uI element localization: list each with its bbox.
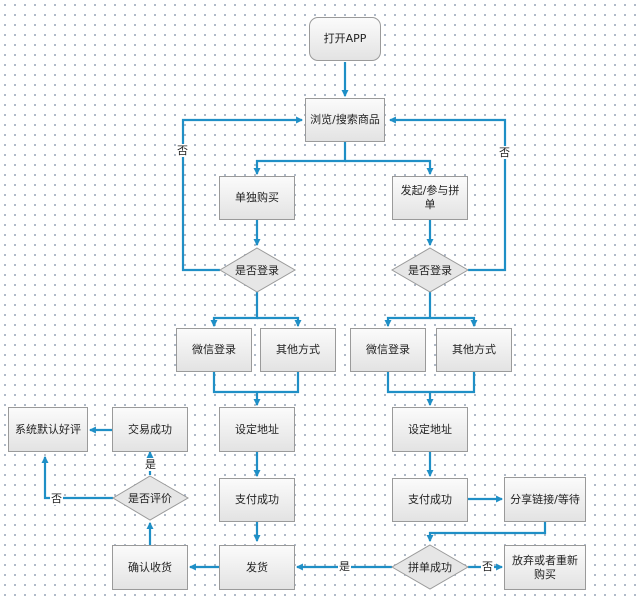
edge-label-no-group: 否 [481,560,494,573]
edge-label-yes-group: 是 [338,560,351,573]
decision-group-success-shape [391,544,469,590]
edge-login-right-to-wechat [384,292,432,328]
node-other-method-left: 其他方式 [260,328,336,372]
edge-right-methods-to-address [386,372,476,405]
node-pay-left: 支付成功 [219,478,295,522]
node-ship: 发货 [219,545,295,590]
decision-login-right-shape [391,247,469,293]
node-browse-products: 浏览/搜索商品 [305,98,385,142]
node-default-review: 系统默认好评 [8,407,88,452]
node-other-method-right: 其他方式 [436,328,512,372]
node-trade-success: 交易成功 [112,407,188,452]
edge-label-no-review: 否 [50,492,63,505]
edge-login-left-no [181,116,304,272]
edge-browse-to-group [345,159,434,176]
edge-review-no [41,455,113,500]
node-group-buy: 发起/参与拼单 [392,176,468,220]
node-wechat-login-right: 微信登录 [350,328,426,372]
decision-login-left-shape [219,247,296,293]
edge-left-methods-to-address [212,372,300,405]
edge-login-right-no [388,116,507,272]
edge-label-no-right: 否 [498,146,511,159]
edge-login-right-to-other [430,316,478,328]
node-share-link: 分享链接/等待 [504,477,586,522]
node-address-left: 设定地址 [219,407,295,452]
edge-login-left-to-wechat [210,292,259,328]
edge-label-yes-review: 是 [144,458,157,471]
edge-browse-to-single [253,142,347,176]
edge-label-no-left: 否 [176,144,189,157]
node-address-right: 设定地址 [392,407,468,452]
node-confirm-receipt: 确认收货 [112,545,188,590]
edge-share-to-group-success [426,522,547,543]
node-single-buy: 单独购买 [219,176,295,220]
node-open-app: 打开APP [309,17,381,61]
node-wechat-login-left: 微信登录 [176,328,252,372]
edge-login-left-to-other [257,316,302,328]
decision-review-shape [112,475,189,521]
node-pay-right: 支付成功 [392,478,468,522]
node-give-up: 放弃或者重新购买 [504,545,586,590]
